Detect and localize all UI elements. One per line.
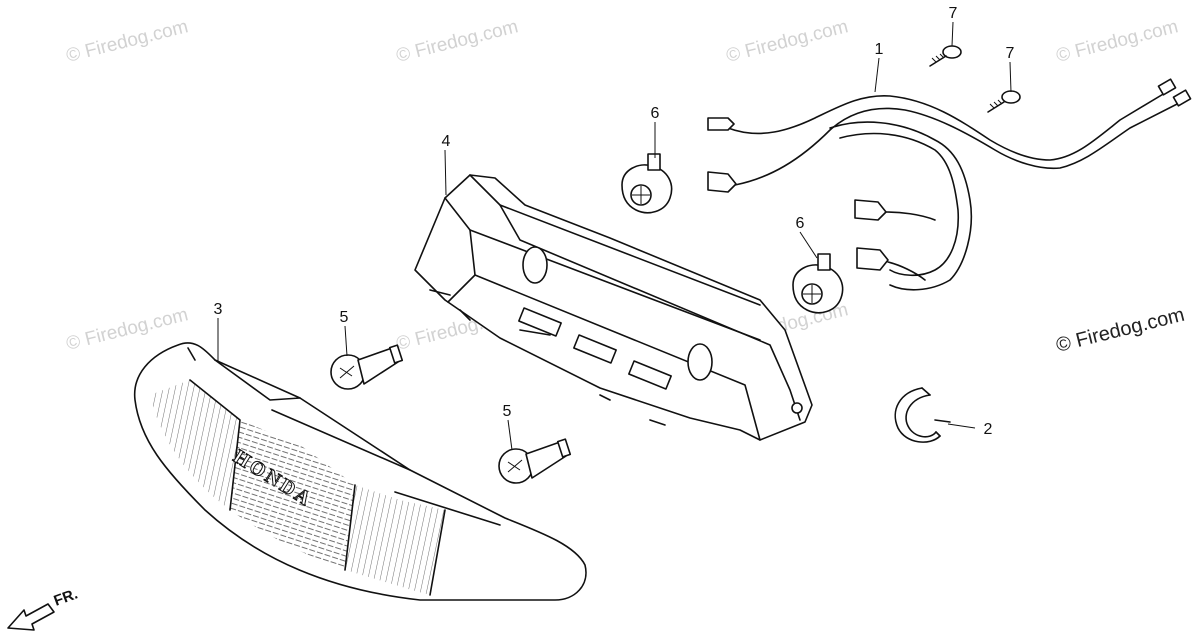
bulb xyxy=(498,438,572,484)
callout-socket-left: 6 xyxy=(651,105,660,122)
watermark: © Firedog.com xyxy=(724,16,850,67)
connector-end xyxy=(1172,89,1192,107)
terminal xyxy=(707,117,735,131)
watermark: © Firedog.com xyxy=(1054,16,1180,67)
lamp-housing xyxy=(414,174,813,441)
callout-bulb-left: 5 xyxy=(340,309,349,326)
bulb-socket xyxy=(792,253,844,314)
callouts: 1 2 3 4 5 5 6 6 7 7 xyxy=(214,5,1015,438)
callout-lens: 3 xyxy=(214,301,223,318)
callout-clip: 2 xyxy=(984,421,993,438)
terminal xyxy=(856,247,889,271)
callout-screw-top: 7 xyxy=(949,5,958,22)
screw xyxy=(929,45,962,67)
connector-end xyxy=(1157,78,1177,96)
tail-lens: HONDA xyxy=(133,342,587,601)
wire-harness xyxy=(707,78,1192,291)
callout-wire-harness: 1 xyxy=(875,41,884,58)
watermark-main: © Firedog.com xyxy=(1054,304,1187,357)
terminal xyxy=(854,199,887,221)
watermark: © Firedog.com xyxy=(64,16,190,67)
watermark: © Firedog.com xyxy=(394,16,520,67)
bulb-socket xyxy=(621,153,673,214)
bulb xyxy=(330,344,404,390)
callout-housing: 4 xyxy=(442,133,451,150)
callout-leaders xyxy=(217,21,1012,451)
front-arrow-label: FR. xyxy=(52,586,81,610)
wire-clip xyxy=(894,387,951,443)
front-arrow: FR. xyxy=(7,586,81,631)
callout-socket-right: 6 xyxy=(796,215,805,232)
terminal xyxy=(707,171,737,193)
callout-bulb-right: 5 xyxy=(503,403,512,420)
callout-screw-right: 7 xyxy=(1006,45,1015,62)
screw xyxy=(987,90,1021,113)
